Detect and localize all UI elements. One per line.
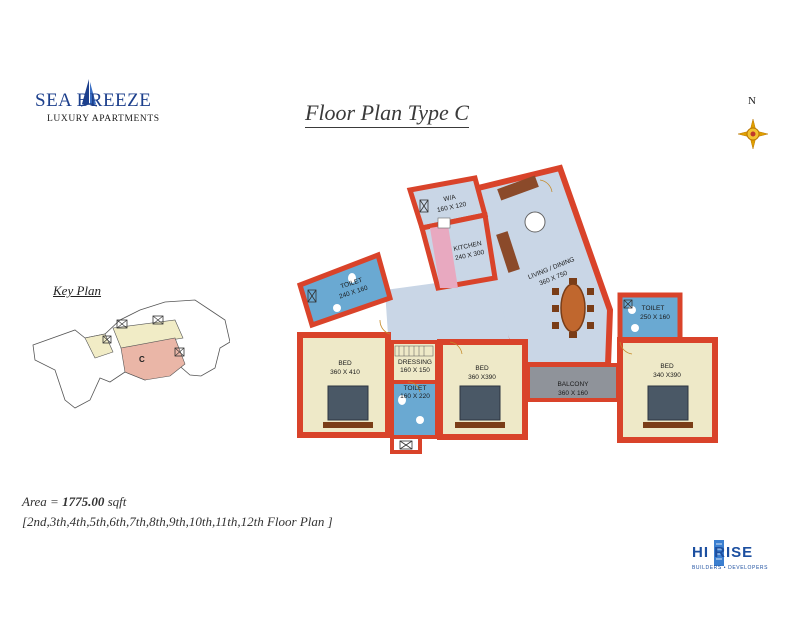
page-title: Floor Plan Type C [305,100,469,128]
room-size-toilet-mid: 160 X 220 [400,393,430,400]
room-name-toilet-mid: TOILET [404,385,427,392]
floors-list: [2nd,3th,4th,5th,6th,7th,8th,9th,10th,11… [22,514,333,529]
key-plan-diagram: C [32,299,230,409]
north-label: N [748,95,756,107]
logo-title: SEA BREEZE [35,90,152,111]
key-plan-label: Key Plan [53,283,102,298]
area-prefix: Area = [22,494,63,509]
key-plan-unit-marker: C [139,355,145,364]
room-size-bed-mid: 360 X390 [468,374,496,381]
area-summary: Area = 1775.00 sqft [22,494,126,510]
sailboat-icon [81,79,97,107]
compass-icon [737,118,769,150]
sea-breeze-logo: SEA BREEZE LUXURY APARTMENTS [33,78,159,130]
room-name-bed-mid: BED [475,365,489,372]
area-value: 1775.00 [62,494,105,509]
room-size-balcony: 360 X 160 [558,390,588,397]
room-name-wa: W/A [443,194,457,204]
room-size-bed-right: 340 X390 [653,372,681,379]
room-name-bed-left: BED [338,360,352,367]
room-size-dressing: 160 X 150 [400,367,430,374]
room-name-toilet-right: TOILET [642,305,665,312]
developer-tagline: BUILDERS • DEVELOPERS [692,565,769,571]
room-size-bed-left: 360 X 410 [330,369,360,376]
room-name-balcony: BALCONY [557,381,589,388]
developer-logo-text: HI RISE [692,544,754,561]
floor-plan-diagram: W/A 160 X 120 KITCHEN 240 X 300 LIVING /… [296,164,718,454]
room-name-bed-right: BED [660,363,674,370]
tower-icon [714,540,724,566]
area-unit: sqft [104,494,127,509]
room-size-toilet-right: 250 X 160 [640,314,670,321]
logo-subtitle: LUXURY APARTMENTS [47,114,160,124]
hi-rise-logo: HI RISE BUILDERS • DEVELOPERS [692,538,784,578]
room-name-dressing: DRESSING [398,359,432,366]
